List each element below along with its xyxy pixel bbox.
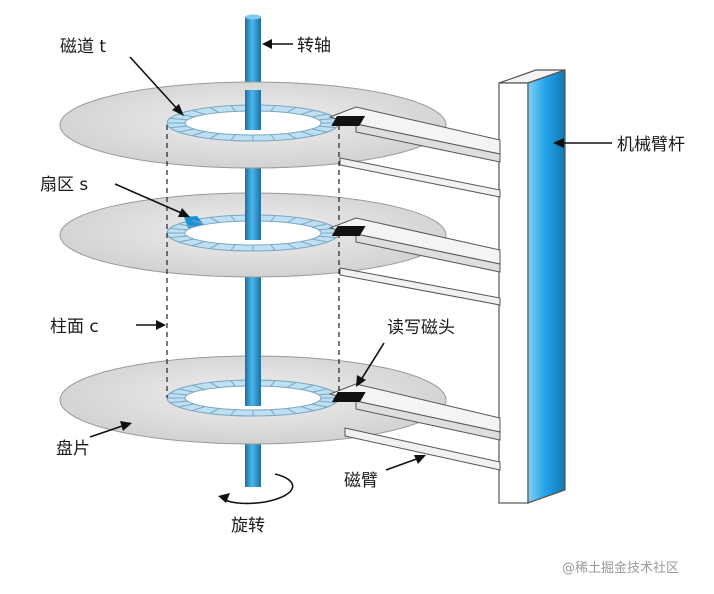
track-segment-tick	[311, 223, 328, 228]
track-segment-tick	[270, 134, 276, 141]
track-segment-tick	[178, 388, 195, 393]
track-segment-tick	[230, 215, 236, 222]
track-segment-tick	[209, 106, 220, 114]
label-track: 磁道 t	[60, 37, 106, 57]
track-segment-tick	[318, 117, 337, 121]
label-rw-head: 读写磁头	[387, 318, 455, 338]
track-segment-tick	[178, 403, 195, 408]
track-segment-tick	[192, 384, 206, 390]
track-segment-tick	[311, 388, 328, 393]
track-segment-tick	[300, 109, 314, 115]
track-segment-tick	[270, 409, 276, 416]
track-segment-tick	[192, 131, 206, 137]
sector-highlight	[184, 216, 205, 228]
track-segment-tick	[209, 407, 220, 415]
rw-head-bottom	[331, 392, 366, 402]
track-segment-tick	[270, 105, 276, 112]
track-segment-tick	[230, 409, 236, 416]
label-cylinder: 柱面 c	[50, 317, 99, 337]
track-segment-tick	[169, 392, 188, 396]
track-segment-tick	[286, 216, 297, 224]
track-segment-tick	[192, 219, 206, 225]
track-segment-tick	[169, 227, 188, 231]
track-segment-tick	[230, 134, 236, 141]
track-segment-tick	[169, 235, 188, 239]
track-segment-tick	[169, 400, 188, 404]
platter-bottom	[59, 282, 447, 445]
track-segment-tick	[311, 128, 328, 133]
track-segment-tick	[270, 380, 276, 387]
track-segment-tick	[209, 242, 220, 250]
track-segment-tick	[209, 381, 220, 389]
track-segment-tick	[318, 400, 337, 404]
label-rotation: 旋转	[231, 516, 265, 536]
track-segment-tick	[209, 216, 220, 224]
track-segment-tick	[286, 132, 297, 140]
track-segment-tick	[178, 128, 195, 133]
track-segment-tick	[192, 241, 206, 247]
label-arm-assembly: 机械臂杆	[617, 135, 685, 155]
track-segment-tick	[169, 117, 188, 121]
track-segment-tick	[178, 223, 195, 228]
track-segment-tick	[300, 241, 314, 247]
track-segment-tick	[300, 406, 314, 412]
label-spindle: 转轴	[297, 36, 331, 56]
cylinder-lines	[166, 125, 340, 398]
leader-lines	[89, 39, 612, 471]
track-segment-tick	[169, 125, 188, 129]
track-segment-tick	[311, 238, 328, 243]
track-segment-tick	[300, 131, 314, 137]
label-platter: 盘片	[56, 439, 90, 459]
track-segment-tick	[192, 109, 206, 115]
track-segment-tick	[318, 235, 337, 239]
arms	[328, 106, 501, 471]
rw-head-middle	[331, 226, 366, 236]
track-segment-tick	[270, 215, 276, 222]
track-segment-tick	[230, 380, 236, 387]
label-arm: 磁臂	[344, 471, 378, 491]
track-segment-tick	[286, 381, 297, 389]
track-segment-tick	[192, 406, 206, 412]
track-segment-tick	[270, 244, 276, 251]
track-segment-tick	[311, 403, 328, 408]
track-segment-tick	[300, 219, 314, 225]
track-segment-tick	[178, 238, 195, 243]
rw-head-top	[331, 116, 366, 126]
track-segment-tick	[300, 384, 314, 390]
platter-middle	[59, 170, 447, 278]
watermark: @稀土掘金技术社区	[562, 560, 679, 576]
track-segment-tick	[318, 125, 337, 129]
label-sector: 扇区 s	[40, 175, 88, 195]
track-segment-tick	[311, 113, 328, 118]
arm-assembly-column	[498, 69, 566, 504]
track-segment-tick	[230, 244, 236, 251]
track-segment-tick	[286, 242, 297, 250]
track-segment-tick	[286, 407, 297, 415]
track-segment-tick	[209, 132, 220, 140]
rotation-arrow	[218, 473, 294, 505]
track-segment-tick	[286, 106, 297, 114]
platter-top	[59, 81, 447, 169]
track-segment-tick	[230, 105, 236, 112]
